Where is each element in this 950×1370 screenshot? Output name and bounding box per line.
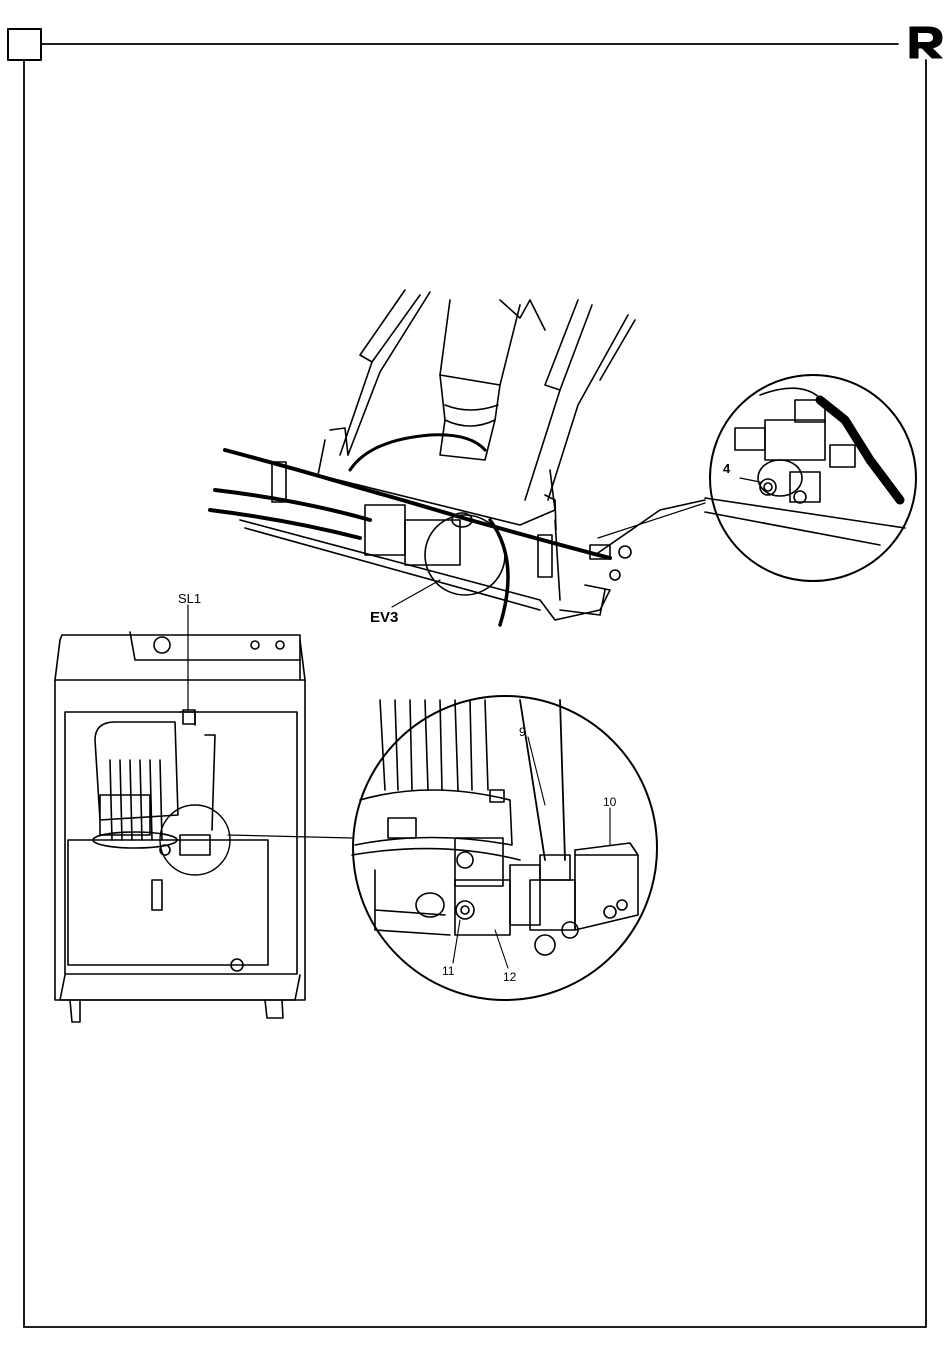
part-11-label: 11 bbox=[442, 965, 454, 977]
ev3-leader-line bbox=[392, 580, 440, 607]
valve-detail-magnifier bbox=[705, 375, 916, 581]
sl1-label: SL1 bbox=[178, 592, 201, 605]
part-4-label: 4 bbox=[723, 462, 730, 475]
part-12-label: 12 bbox=[503, 971, 516, 983]
magnifier-leader-line bbox=[598, 503, 705, 538]
sensor-leader-line bbox=[228, 835, 352, 838]
part-9-label: 9 bbox=[519, 726, 526, 738]
r-logo-icon bbox=[910, 27, 942, 58]
ev3-label: EV3 bbox=[370, 610, 398, 625]
power-unit-cabinet bbox=[55, 632, 305, 1022]
lift-assembly-drawing bbox=[210, 290, 705, 625]
part-10-label: 10 bbox=[603, 796, 616, 808]
sensor-detail-magnifier bbox=[352, 696, 657, 1000]
page-border bbox=[8, 29, 926, 1327]
